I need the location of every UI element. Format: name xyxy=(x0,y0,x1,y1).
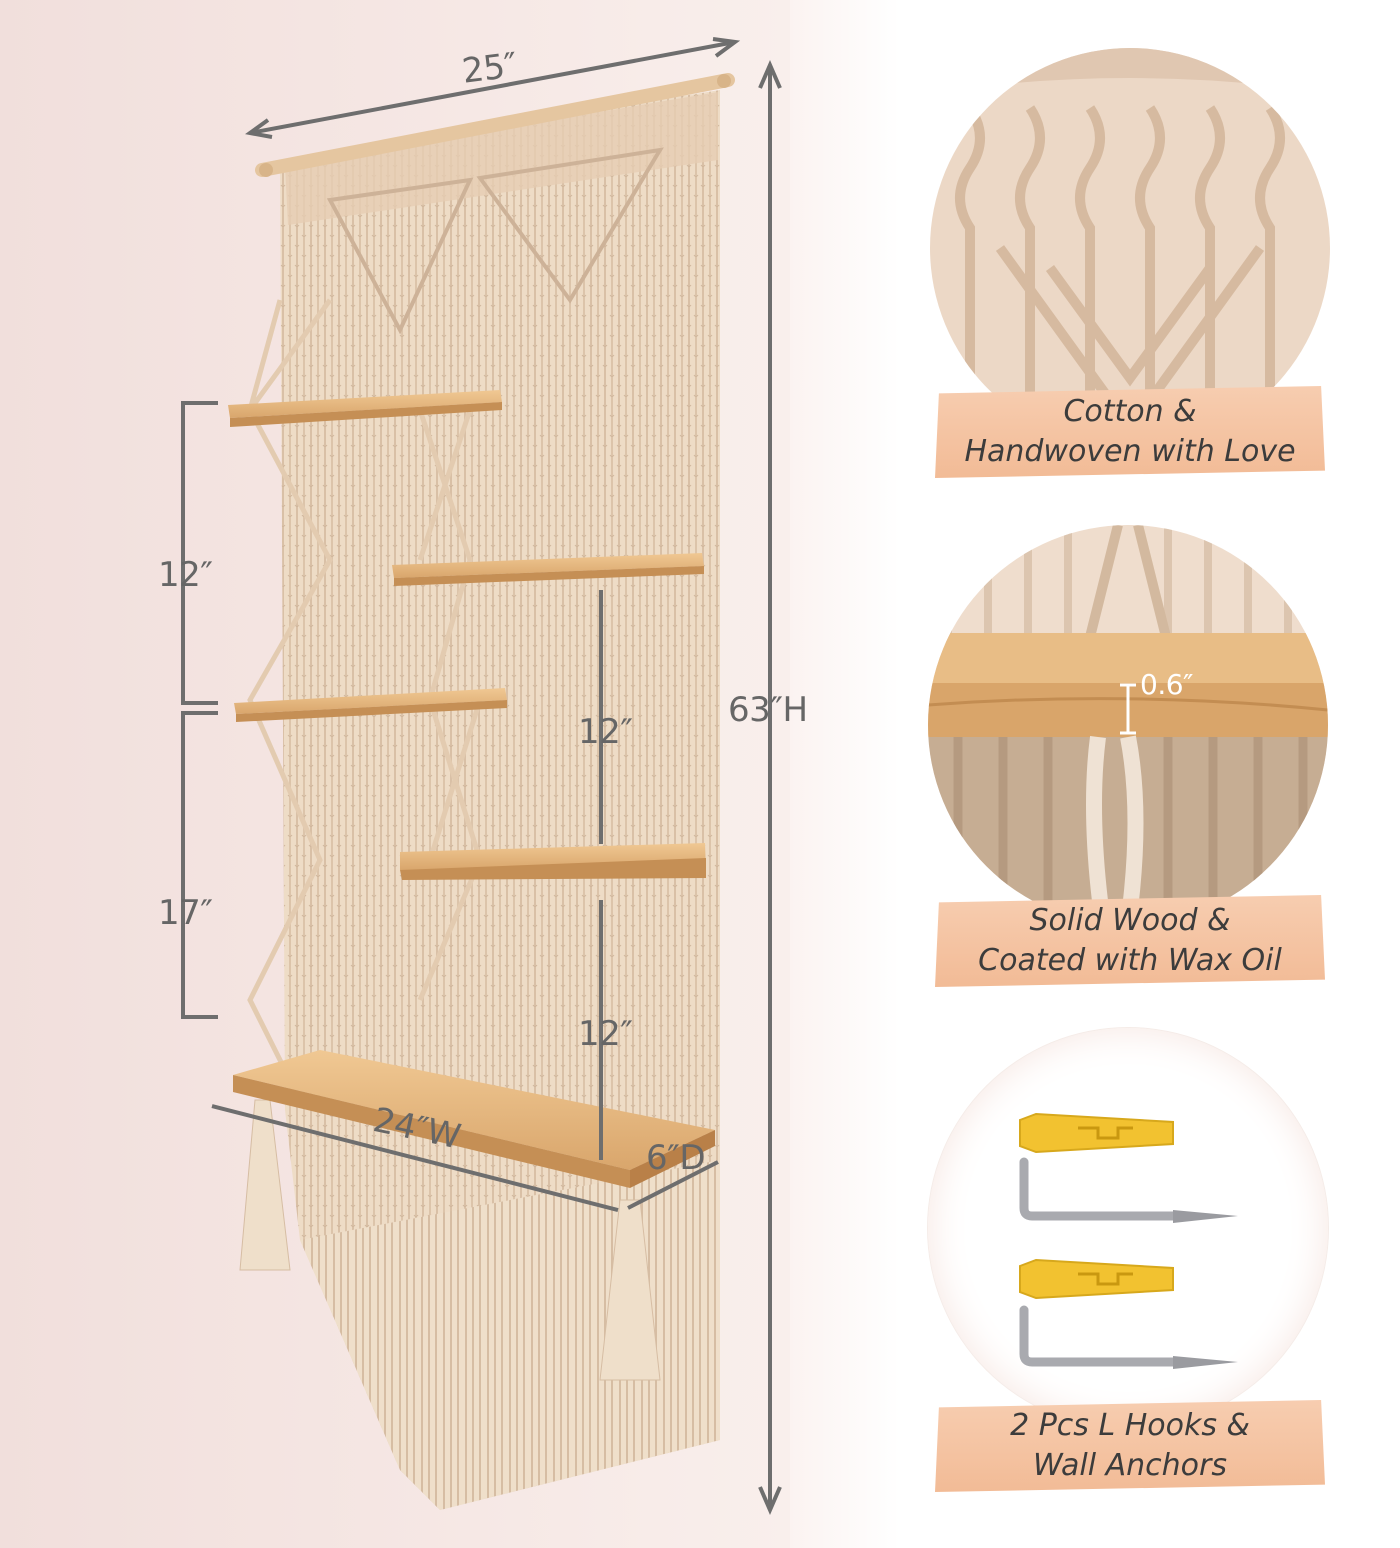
feature-hardware-line2: Wall Anchors xyxy=(1033,1448,1227,1483)
dimension-lines xyxy=(181,37,782,1516)
l-hook-icon xyxy=(1019,1305,1238,1369)
feature-wood-line1: Solid Wood & xyxy=(1029,903,1231,938)
feature-cotton-line1: Cotton & xyxy=(1063,394,1197,429)
wall-anchor-icon xyxy=(1019,1112,1174,1154)
dimension-height-total: 63″H xyxy=(728,690,808,730)
l-hook-icon xyxy=(1019,1157,1238,1223)
feature-cotton-line2: Handwoven with Love xyxy=(964,434,1296,469)
shelf-2 xyxy=(392,553,704,586)
wooden-dowel xyxy=(255,73,735,177)
shelf-3 xyxy=(234,688,507,722)
shelf-4 xyxy=(400,843,706,880)
wood-thickness-closeup xyxy=(928,525,1328,925)
feature-card-hardware: 2 Pcs L Hooks & Wall Anchors xyxy=(935,1400,1325,1492)
dimension-wood-thickness: 0.6″ xyxy=(1140,668,1194,701)
detail-circle-hardware xyxy=(928,1028,1328,1428)
macrame-shelf-illustration xyxy=(181,37,782,1516)
detail-circle-wood xyxy=(928,525,1328,925)
feature-card-cotton: Cotton & Handwoven with Love xyxy=(935,386,1325,478)
feature-hardware-line1: 2 Pcs L Hooks & xyxy=(1010,1408,1250,1443)
shelf-1 xyxy=(228,390,502,427)
dimension-gap-left-lower: 17″ xyxy=(158,893,213,933)
dowel-end-right xyxy=(717,74,731,88)
dimension-shelf-depth: 6″D xyxy=(646,1138,706,1178)
right-tassel xyxy=(599,1199,661,1381)
dimension-gap-right-upper: 12″ xyxy=(578,712,633,752)
left-tassel xyxy=(239,1099,291,1271)
feature-card-wood: Solid Wood & Coated with Wax Oil xyxy=(935,895,1325,987)
left-side-ropes xyxy=(247,298,333,1102)
dowel-end-left xyxy=(259,163,273,177)
hardware-closeup xyxy=(1019,1112,1238,1369)
macrame-diamond-pattern xyxy=(326,147,664,335)
wall-anchor-icon xyxy=(1019,1258,1174,1300)
dimension-gap-right-lower: 12″ xyxy=(578,1014,633,1054)
dimension-gap-left-upper: 12″ xyxy=(158,555,213,595)
feature-wood-line2: Coated with Wax Oil xyxy=(978,943,1282,978)
shelf-5-bottom xyxy=(233,1050,715,1188)
dimension-width-top: 25″ xyxy=(460,45,519,92)
